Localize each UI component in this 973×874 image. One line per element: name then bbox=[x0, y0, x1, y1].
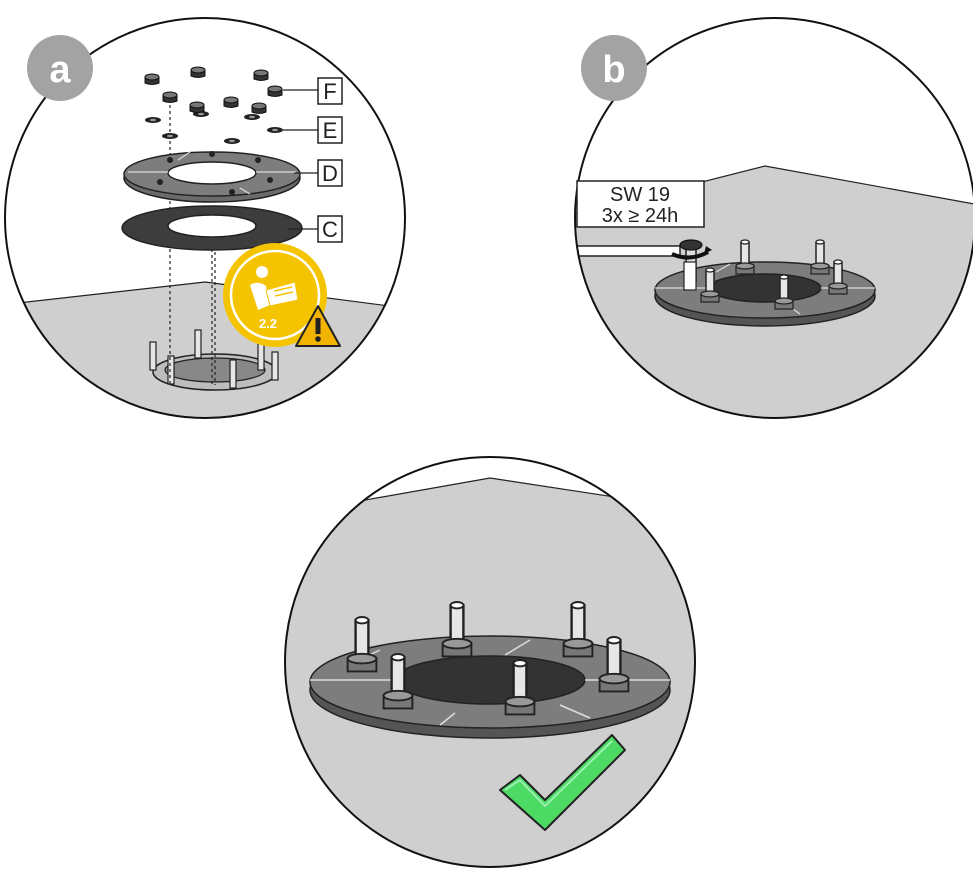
part-label-e: E bbox=[318, 117, 342, 143]
part-d-flange bbox=[124, 151, 300, 202]
step-b-panel: SW 19 3x ≥ 24h b bbox=[560, 0, 973, 430]
step-a-badge: a bbox=[27, 35, 93, 101]
torque-spec-box: SW 19 3x ≥ 24h bbox=[577, 181, 704, 227]
svg-text:3x ≥ 24h: 3x ≥ 24h bbox=[602, 205, 679, 227]
step-c-panel bbox=[280, 450, 700, 874]
svg-text:D: D bbox=[322, 161, 338, 186]
svg-text:F: F bbox=[323, 79, 336, 104]
svg-text:C: C bbox=[322, 217, 338, 242]
part-label-f: F bbox=[318, 78, 342, 104]
svg-text:a: a bbox=[49, 49, 71, 91]
svg-text:SW 19: SW 19 bbox=[610, 184, 670, 206]
part-label-c: C bbox=[318, 216, 342, 242]
svg-text:2.2: 2.2 bbox=[259, 316, 277, 331]
step-b-badge: b bbox=[581, 35, 647, 101]
part-label-d: D bbox=[318, 160, 342, 186]
svg-text:b: b bbox=[602, 49, 625, 91]
step-a-panel: F E D C 2.2 bbox=[0, 0, 420, 430]
svg-text:E: E bbox=[323, 118, 338, 143]
